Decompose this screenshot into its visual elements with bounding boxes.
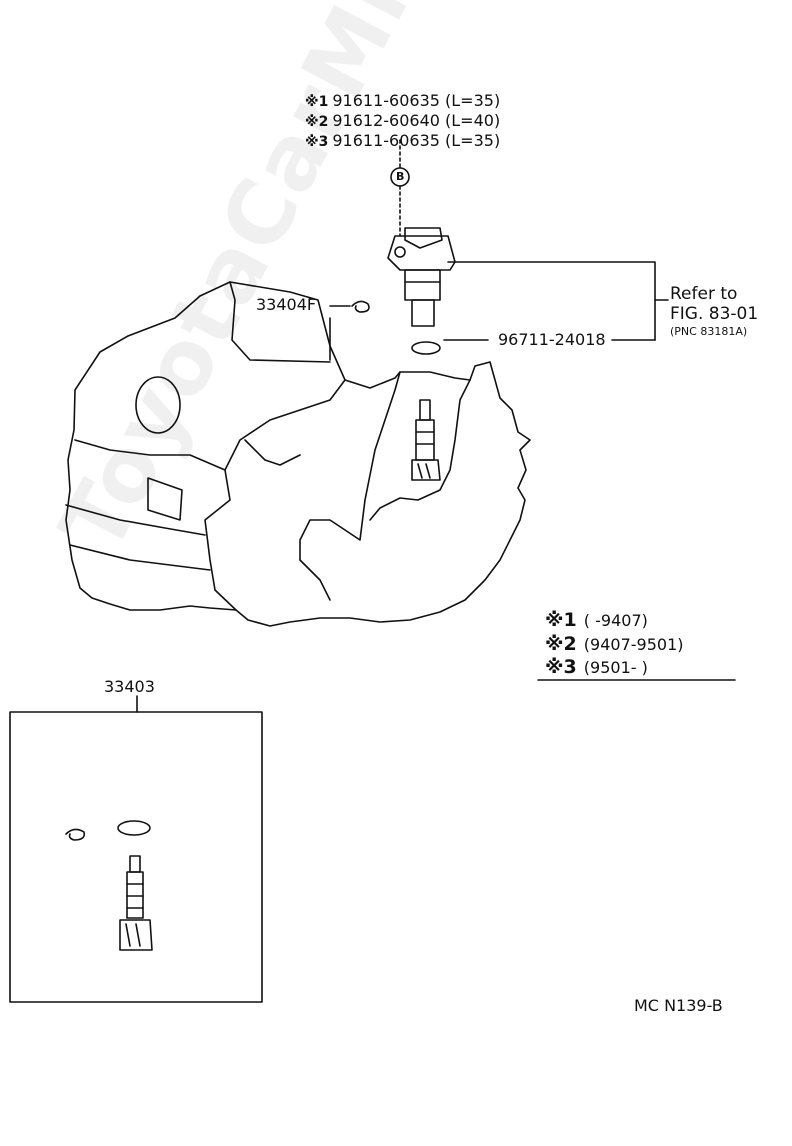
- kit-oring: [117, 820, 151, 836]
- housing-contour: [74, 439, 226, 471]
- housing-contour: [69, 544, 211, 571]
- callout-b-circle: [390, 167, 410, 187]
- legend-row-1: ※1 ( -9407): [545, 609, 648, 631]
- kit-box: [9, 711, 263, 1003]
- oring-part: [411, 341, 441, 355]
- housing-contour: [229, 281, 331, 363]
- housing-contour: [299, 371, 401, 561]
- oring-part-number: 96711-24018: [498, 330, 606, 349]
- speed-sensor: [387, 227, 456, 327]
- kit-gear: [119, 855, 153, 951]
- housing-contour: [204, 379, 346, 611]
- callout-b-label: B: [396, 170, 405, 183]
- kit-clip: [65, 828, 86, 841]
- housing-contour: [244, 439, 301, 466]
- kit-part-number: 33403: [104, 677, 155, 696]
- driven-gear: [411, 399, 441, 481]
- refer-line-3: (PNC 83181A): [670, 325, 748, 338]
- transmission-housing: [65, 281, 531, 627]
- clip-part: [351, 300, 370, 313]
- refer-line-2: FIG. 83-01: [670, 304, 759, 324]
- housing-window: [147, 477, 183, 521]
- housing-contour: [65, 504, 206, 536]
- legend-row-3: ※3 (9501- ): [545, 656, 648, 678]
- figure-code: MC N139-B: [634, 996, 723, 1015]
- housing-bore: [135, 376, 181, 434]
- housing-contour: [299, 559, 331, 601]
- legend-row-2: ※2 (9407-9501): [545, 633, 684, 655]
- refer-bracket: [447, 261, 656, 341]
- housing-contour: [369, 379, 471, 521]
- clip-part-number: 33404F: [256, 295, 317, 314]
- refer-line-1: Refer to: [670, 284, 738, 304]
